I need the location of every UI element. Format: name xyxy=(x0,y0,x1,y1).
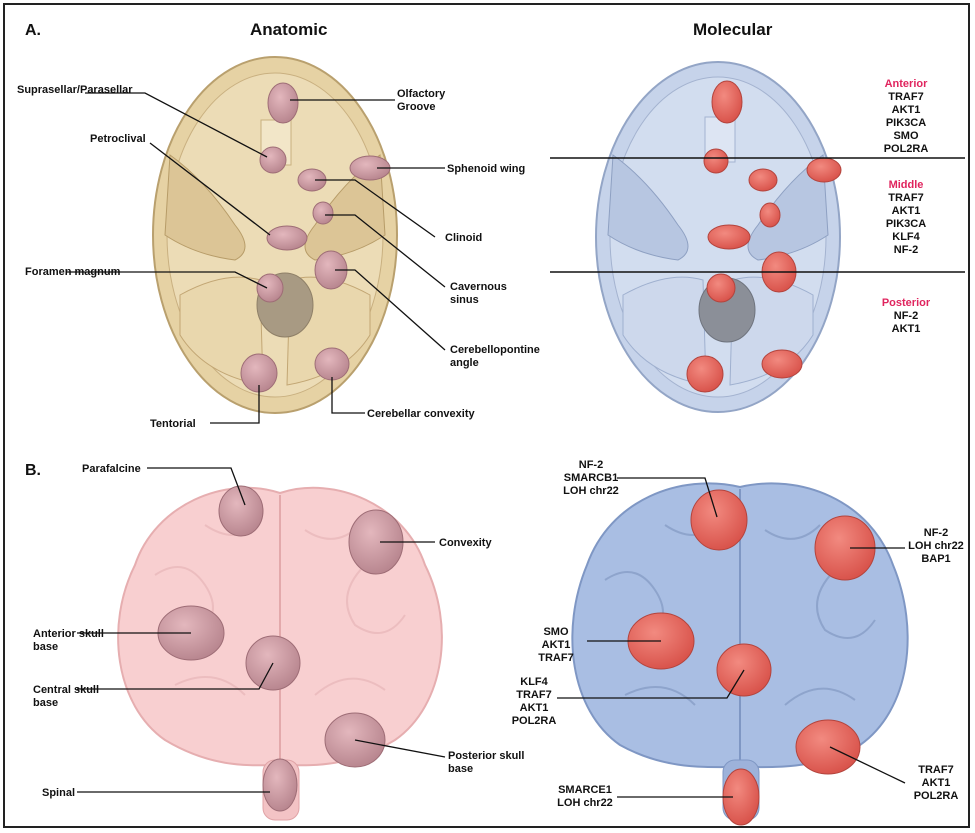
tumor-spinal xyxy=(263,759,297,811)
label-posterior-skull-2: base xyxy=(448,763,473,775)
mtumor-5 xyxy=(760,203,780,227)
label-olfactory-2: Groove xyxy=(397,101,436,113)
label-anterior-skull-1: Anterior skull xyxy=(33,628,104,640)
gene-label: AKT1 xyxy=(520,702,549,714)
anterior-gene: AKT1 xyxy=(892,104,921,116)
panel-b-label: B. xyxy=(25,462,41,479)
label-olfactory-1: Olfactory xyxy=(397,88,446,100)
mtumor-posterior xyxy=(796,720,860,774)
label-cavernous-1: Cavernous xyxy=(450,281,507,293)
figure-canvas: A. Anatomic Molecular B. xyxy=(5,5,972,830)
posterior-title: Posterior xyxy=(882,297,931,309)
mtumor-parafalcine xyxy=(691,490,747,550)
tumor-foramen-magnum xyxy=(257,274,283,302)
label-suprasellar: Suprasellar/Parasellar xyxy=(17,84,133,96)
mtumor-8 xyxy=(707,274,735,302)
brain-molecular-posterior: TRAF7 AKT1 POL2RA xyxy=(914,764,959,802)
gene-label: SMARCE1 xyxy=(558,784,612,796)
middle-gene: KLF4 xyxy=(892,231,920,243)
mtumor-4 xyxy=(749,169,777,191)
gene-label: LOH chr22 xyxy=(908,540,964,552)
gene-label: KLF4 xyxy=(520,676,548,688)
brain-molecular-convexity: NF-2 LOH chr22 BAP1 xyxy=(908,527,964,565)
label-foramen-magnum: Foramen magnum xyxy=(25,266,121,278)
brain-molecular-spinal: SMARCE1 LOH chr22 xyxy=(557,784,613,809)
brain-molecular-anterior: SMO AKT1 TRAF7 xyxy=(538,626,573,664)
label-posterior-skull-1: Posterior skull xyxy=(448,750,524,762)
anterior-title: Anterior xyxy=(885,78,929,90)
middle-gene: PIK3CA xyxy=(886,218,926,230)
middle-gene: AKT1 xyxy=(892,205,921,217)
label-convexity: Convexity xyxy=(439,537,492,549)
gene-label: TRAF7 xyxy=(516,689,551,701)
mtumor-6 xyxy=(708,225,750,249)
tumor-petroclival xyxy=(267,226,307,250)
gene-label: TRAF7 xyxy=(538,652,573,664)
mtumor-2 xyxy=(704,149,728,173)
label-central-skull-2: base xyxy=(33,697,58,709)
gene-label: LOH chr22 xyxy=(557,797,613,809)
posterior-gene: NF-2 xyxy=(894,310,918,322)
figure-frame: A. Anatomic Molecular B. xyxy=(3,3,970,828)
label-parafalcine: Parafalcine xyxy=(82,463,141,475)
posterior-gene: AKT1 xyxy=(892,323,921,335)
label-cerebellopontine-1: Cerebellopontine xyxy=(450,344,540,356)
molecular-header: Molecular xyxy=(693,20,773,39)
tumor-clinoid-2 xyxy=(313,202,333,224)
anterior-gene: TRAF7 xyxy=(888,91,923,103)
label-tentorial: Tentorial xyxy=(150,418,196,430)
anatomic-header: Anatomic xyxy=(250,20,327,39)
tumor-cerebellar-convexity xyxy=(315,348,349,380)
label-clinoid: Clinoid xyxy=(445,232,482,244)
gene-label: TRAF7 xyxy=(918,764,953,776)
middle-gene: NF-2 xyxy=(894,244,918,256)
label-anterior-skull-2: base xyxy=(33,641,58,653)
brain-molecular-parafalcine: NF-2 SMARCB1 LOH chr22 xyxy=(563,459,619,497)
mtumor-9 xyxy=(687,356,723,392)
tumor-olfactory-groove xyxy=(268,83,298,123)
gene-label: BAP1 xyxy=(921,553,950,565)
label-cerebellopontine-2: angle xyxy=(450,357,479,369)
label-cerebellar-convexity: Cerebellar convexity xyxy=(367,408,475,420)
gene-label: NF-2 xyxy=(924,527,948,539)
gene-label: POL2RA xyxy=(512,715,557,727)
gene-label: SMO xyxy=(543,626,569,638)
anterior-gene: PIK3CA xyxy=(886,117,926,129)
label-spinal: Spinal xyxy=(42,787,75,799)
gene-label: AKT1 xyxy=(922,777,951,789)
molecular-posterior: Posterior NF-2 AKT1 xyxy=(882,297,931,335)
anterior-gene: POL2RA xyxy=(884,143,929,155)
gene-label: NF-2 xyxy=(579,459,603,471)
gene-label: AKT1 xyxy=(542,639,571,651)
label-sphenoid-wing: Sphenoid wing xyxy=(447,163,525,175)
tumor-suprasellar xyxy=(260,147,286,173)
molecular-anterior: Anterior TRAF7 AKT1 PIK3CA SMO POL2RA xyxy=(884,78,929,155)
middle-title: Middle xyxy=(889,179,924,191)
mtumor-10 xyxy=(762,350,802,378)
panel-a-label: A. xyxy=(25,22,41,39)
gene-label: LOH chr22 xyxy=(563,485,619,497)
label-central-skull-1: Central skull xyxy=(33,684,99,696)
anterior-gene: SMO xyxy=(893,130,919,142)
gene-label: POL2RA xyxy=(914,790,959,802)
mtumor-1 xyxy=(712,81,742,123)
label-petroclival: Petroclival xyxy=(90,133,146,145)
molecular-middle: Middle TRAF7 AKT1 PIK3CA KLF4 NF-2 xyxy=(886,179,926,256)
label-cavernous-2: sinus xyxy=(450,294,479,306)
brain-molecular-central: KLF4 TRAF7 AKT1 POL2RA xyxy=(512,676,557,727)
gene-label: SMARCB1 xyxy=(564,472,618,484)
middle-gene: TRAF7 xyxy=(888,192,923,204)
mtumor-3 xyxy=(807,158,841,182)
